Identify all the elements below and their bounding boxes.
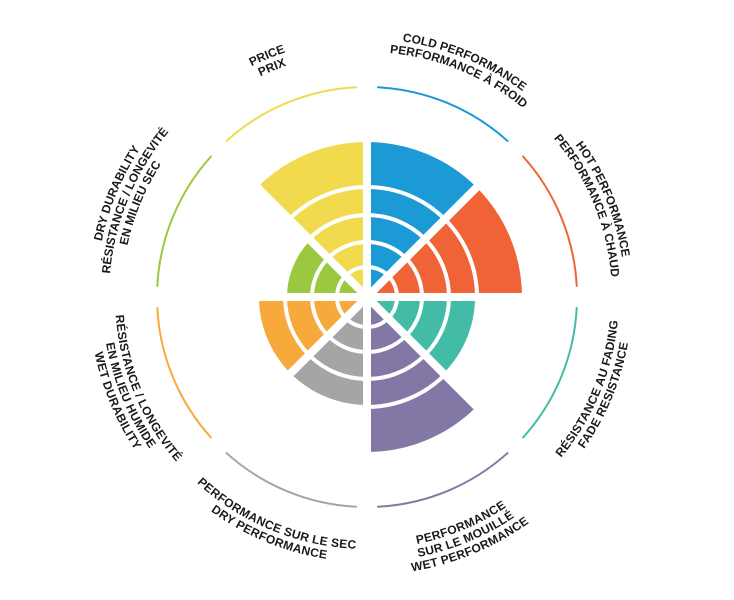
radial-separator-4 — [364, 294, 519, 449]
segment-dry-dur — [285, 239, 367, 297]
outer-arc-dry-dur — [156, 155, 212, 288]
segment-hot — [367, 187, 522, 297]
segment-cold — [367, 142, 477, 297]
radial-separator-8 — [215, 145, 370, 300]
radial-separator-2 — [364, 145, 519, 300]
outer-arcs-layer — [156, 86, 578, 508]
outer-arc-cold — [376, 86, 509, 142]
segment-price — [257, 142, 367, 297]
segments-layer — [257, 142, 522, 452]
segment-wet-perf — [367, 297, 477, 452]
outer-arc-dry-perf — [225, 452, 358, 508]
outer-arc-fade — [522, 306, 578, 439]
gridlines-layer — [157, 87, 577, 507]
outer-arc-price — [225, 86, 358, 142]
outer-arc-wet-dur — [156, 306, 212, 439]
outer-arc-hot — [522, 155, 578, 288]
segment-fade — [367, 297, 477, 375]
segment-dry-perf — [289, 297, 367, 407]
segment-wet-dur — [257, 297, 367, 375]
radial-separator-6 — [215, 294, 370, 449]
outer-arc-wet-perf — [376, 452, 509, 508]
